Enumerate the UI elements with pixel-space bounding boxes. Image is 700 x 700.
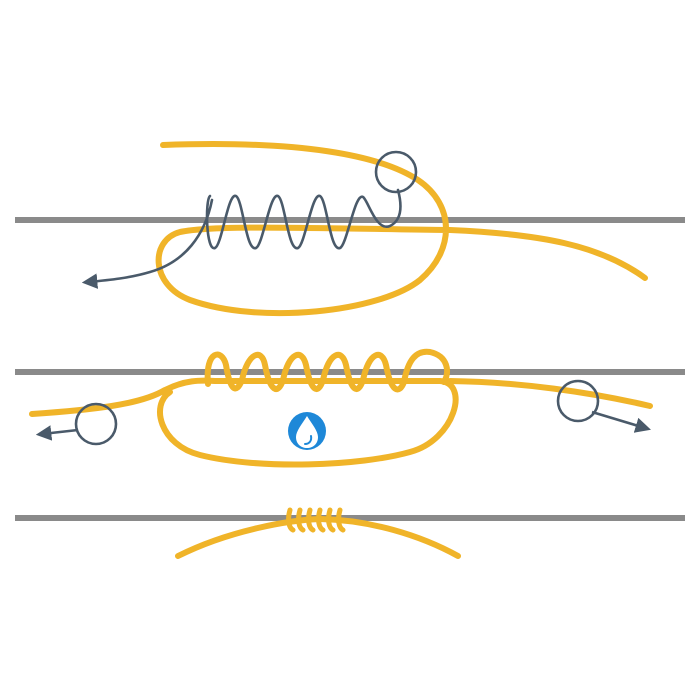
- step-3: [15, 507, 685, 559]
- step-2-yellow-wraps: [204, 348, 450, 393]
- grip-circle-icon: [74, 402, 118, 446]
- step-2-yellow-tail: [447, 378, 653, 409]
- water-drop-icon: [288, 412, 326, 450]
- step-2: [15, 348, 685, 468]
- step-1-tag-tail: [81, 198, 214, 289]
- step-3-tight-wraps: [286, 507, 346, 533]
- pull-arrow-icon: [591, 410, 651, 433]
- step-1: [15, 141, 685, 317]
- step-2-yellow-loop: [29, 377, 459, 468]
- grip-circle-icon: [556, 379, 600, 423]
- step-1-yellow-loop: [155, 141, 648, 317]
- step-1-tag-wraps: [205, 188, 402, 250]
- pull-arrow-icon: [35, 425, 79, 441]
- grip-circle-icon: [374, 150, 418, 194]
